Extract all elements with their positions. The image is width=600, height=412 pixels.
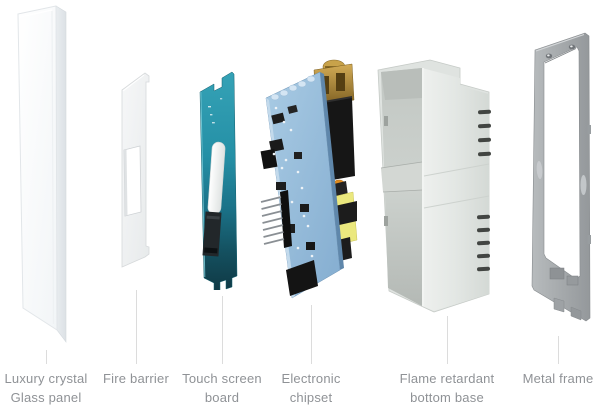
component-label-metal-frame: Metal frame [522,371,594,386]
pin-header [260,190,292,248]
component-label-glass-panel: Luxury crystal Glass panel [4,371,88,405]
glass-side-edge [55,5,67,343]
leader-line-glass-panel [46,350,47,364]
frame-screw-holes [545,44,576,59]
component-label-chipset: Electronic chipset [281,371,341,405]
component-label-fire-barrier: Fire barrier [103,371,169,386]
leader-line-bottom-base [447,316,448,364]
capacitor-tops [270,75,316,101]
touch-screen-board-illustration [199,71,238,290]
vent-slots-top [478,109,491,157]
frame-bottom-plate [549,267,582,321]
frame-ring [531,32,591,322]
glass-panel-illustration [17,5,67,343]
electronic-chipset-illustration [260,59,358,299]
frame-rail-bumps [536,125,591,244]
component-label-touch-board: Touch screen board [182,371,262,405]
touch-board-connector [202,211,222,257]
vent-slots-bottom [477,214,490,272]
bottom-base-illustration [377,59,491,313]
fire-barrier-cutout [123,145,142,217]
fire-barrier-illustration [121,72,150,268]
pcb-board [260,71,344,299]
component-label-bottom-base: Flame retardant bottom base [399,371,495,405]
leader-line-chipset [311,305,312,364]
base-interior [380,68,423,306]
leader-line-metal-frame [558,336,559,364]
leader-line-touch-board [222,296,223,364]
metal-frame-illustration [531,32,591,322]
bottom-component-black [286,260,318,296]
leader-line-fire-barrier [136,290,137,364]
glass-front-face [17,5,58,331]
